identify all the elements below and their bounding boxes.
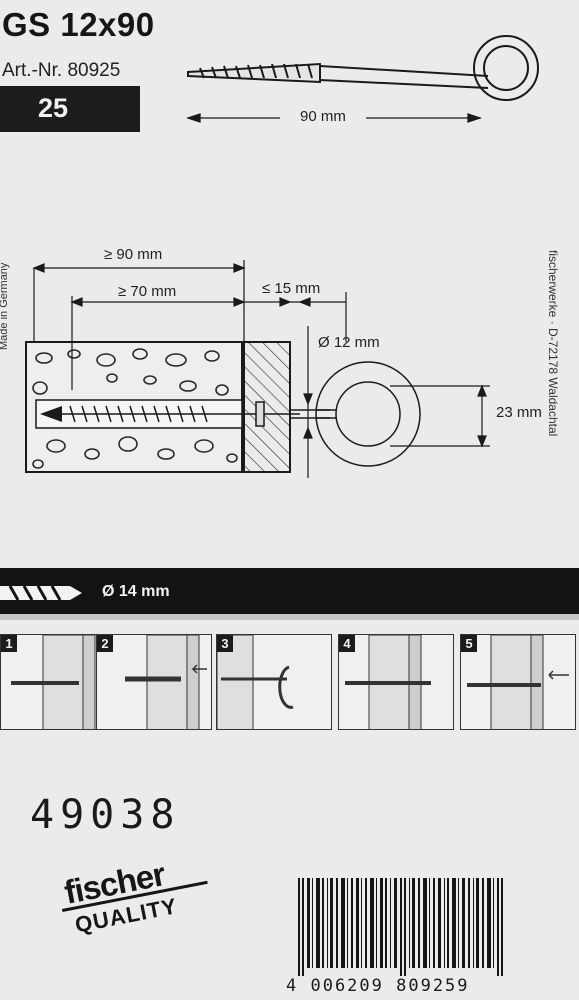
drill-stripe [0,568,579,616]
step-number: 2 [97,635,113,652]
step-number: 4 [339,635,355,652]
step-2: 2 [96,634,212,730]
anchor-depth-label: ≥ 70 mm [118,283,177,300]
quantity-value: 25 [38,93,69,123]
step-illustration [467,635,569,729]
quantity-badge [0,86,140,132]
barcode-digits: 4 006209 809259 [286,976,470,996]
eye-screw-drawing [185,35,539,123]
stripe-underline [0,614,579,620]
step-illustration [125,635,207,729]
made-in-label: Made in Germany [0,262,10,350]
article-number: Art.-Nr. 80925 [2,60,121,81]
step-illustration [11,635,96,729]
step-4: 4 [338,634,454,730]
product-title: GS 12x90 [2,6,155,43]
screw-length-label: 90 mm [300,108,346,125]
eye-inner-label: 23 mm [496,404,542,421]
installation-diagram [25,260,490,478]
fischer-quality-logo: fischer QUALITY [52,829,218,956]
barcode [298,878,503,976]
drill-diameter: Ø 14 mm [102,583,170,600]
step-number: 5 [461,635,477,652]
diameter-label: Ø 12 mm [318,334,380,351]
step-illustration [345,635,431,729]
step-5: 5 [460,634,576,730]
hole-depth-label: ≥ 90 mm [104,246,163,263]
step-number: 1 [1,635,17,652]
step-illustration [217,635,294,729]
fixture-thickness-label: ≤ 15 mm [262,280,321,297]
manufacturer-address: fischerwerke · D-72178 Waldachtal [546,250,560,437]
drill-bit-icon [0,585,82,601]
step-number: 3 [217,635,233,652]
step-3: 3 [216,634,332,730]
batch-number: 49038 [30,792,181,838]
